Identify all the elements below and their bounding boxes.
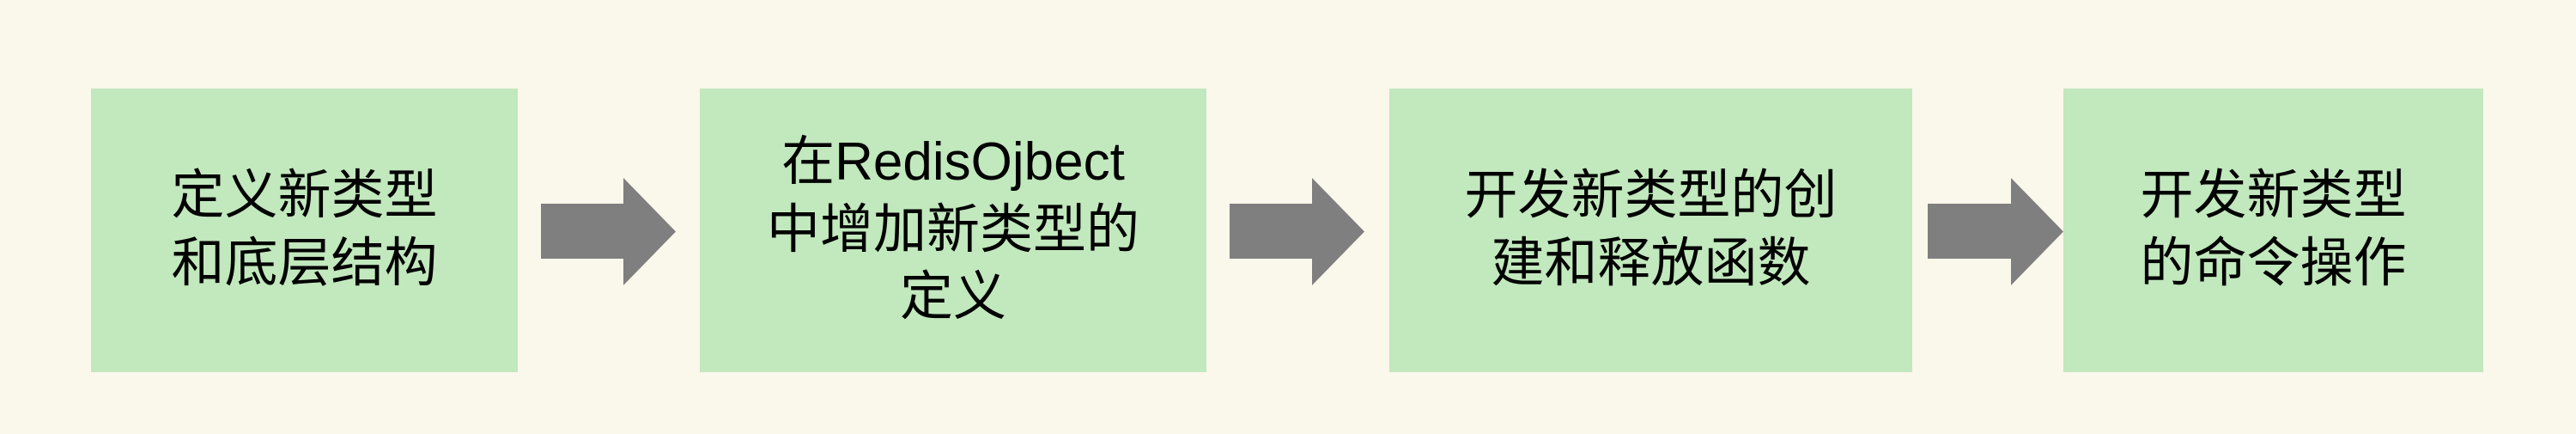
process-step-3-label: 开发新类型的创 建和释放函数	[1464, 166, 1838, 293]
process-step-2[interactable]: 在RedisOjbect 中增加新类型的 定义	[700, 89, 1206, 372]
arrow-right-icon	[1928, 178, 2063, 285]
arrow-right-icon	[1230, 178, 1364, 285]
process-step-4[interactable]: 开发新类型 的命令操作	[2063, 89, 2483, 372]
arrow-right-icon	[541, 178, 676, 285]
process-step-1[interactable]: 定义新类型 和底层结构	[91, 89, 518, 372]
process-step-4-label: 开发新类型 的命令操作	[2140, 166, 2407, 293]
process-step-3[interactable]: 开发新类型的创 建和释放函数	[1389, 89, 1912, 372]
process-step-2-label: 在RedisOjbect 中增加新类型的 定义	[766, 131, 1139, 327]
process-step-1-label: 定义新类型 和底层结构	[171, 166, 438, 293]
